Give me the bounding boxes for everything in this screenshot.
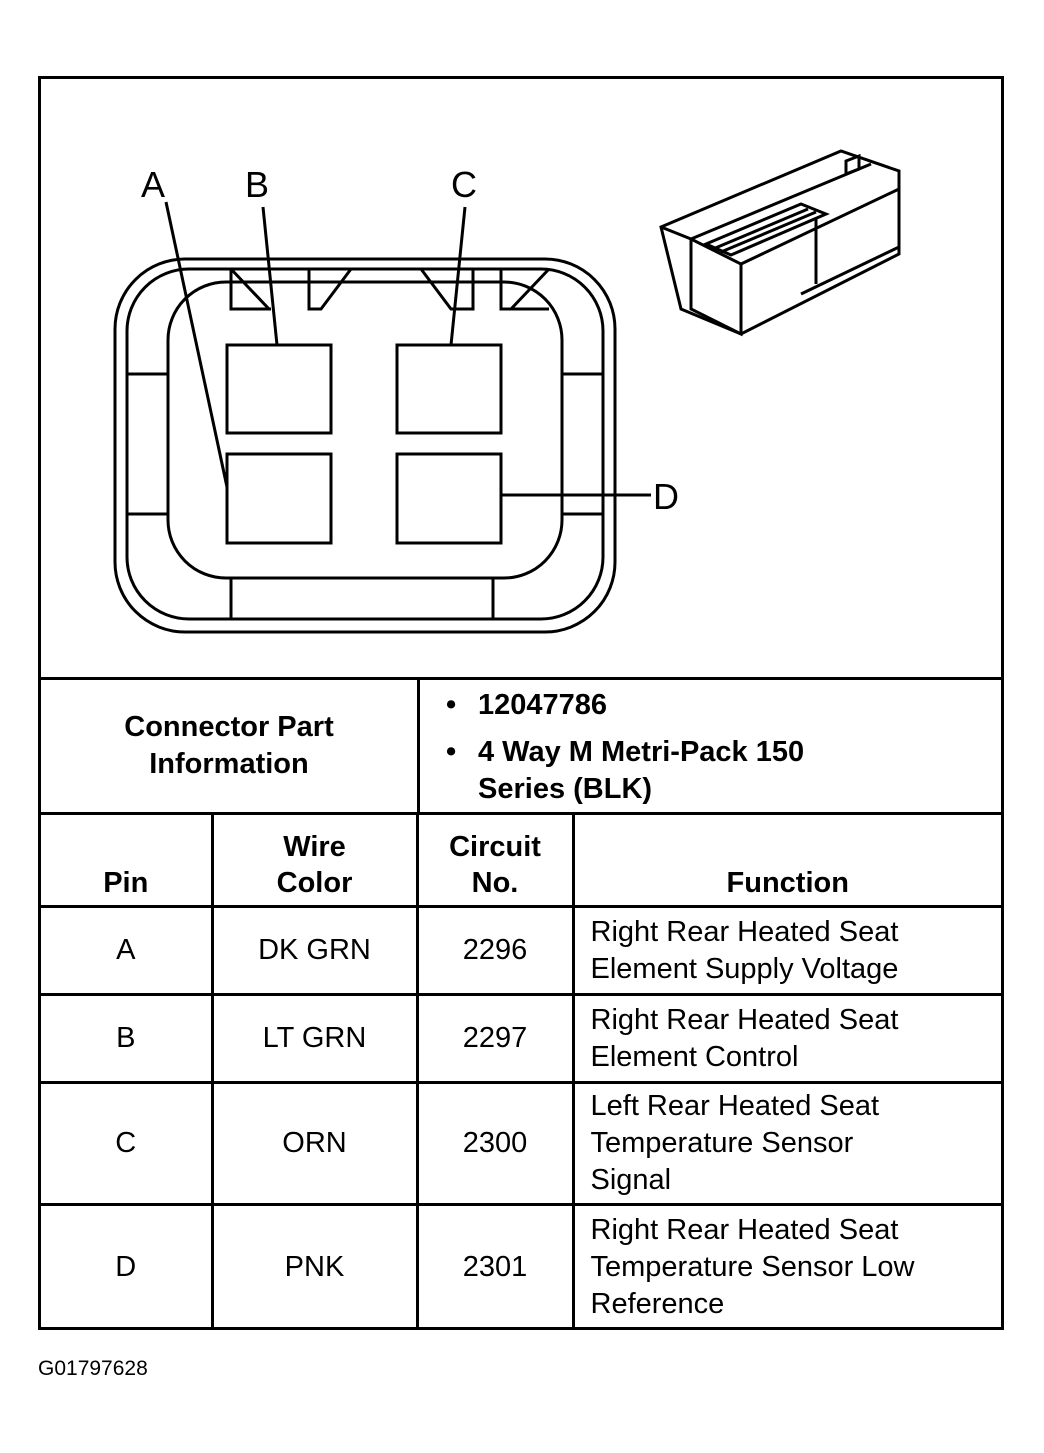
- circuit-cell: 2300: [415, 1081, 575, 1206]
- bullet-icon: •: [446, 736, 457, 768]
- connector-housing-inner: [125, 267, 605, 621]
- pin-cell: D: [41, 1203, 214, 1329]
- table-row: C ORN 2300 Left Rear Heated Seat Tempera…: [41, 1081, 1001, 1206]
- pin-label-d: D: [653, 476, 679, 517]
- function-cell: Right Rear Heated Seat Temperature Senso…: [571, 1203, 1001, 1329]
- pin-cell: C: [41, 1081, 214, 1206]
- pin-cell: B: [41, 993, 214, 1084]
- function-cell: Right Rear Heated Seat Element Supply Vo…: [571, 905, 1001, 996]
- table-row: B LT GRN 2297 Right Rear Heated Seat Ele…: [41, 993, 1001, 1084]
- header-function: Function: [571, 815, 1001, 908]
- function-cell: Left Rear Heated Seat Temperature Sensor…: [571, 1081, 1001, 1206]
- terminal-b: [225, 343, 333, 435]
- terminal-d: [395, 452, 503, 545]
- header-circuit-no: Circuit No.: [415, 815, 575, 908]
- connector-part-info-list: • 12047786 • 4 Way M Metri-Pack 150 Seri…: [420, 680, 1001, 812]
- terminal-c: [395, 343, 503, 435]
- figure-id-caption: G01797628: [38, 1357, 148, 1380]
- connector-cavity: [166, 280, 564, 580]
- connector-isometric-illustration: [659, 149, 901, 337]
- leader-line-c: [449, 206, 467, 346]
- header-wire-color: Wire Color: [210, 815, 419, 908]
- table-row: D PNK 2301 Right Rear Heated Seat Temper…: [41, 1203, 1001, 1329]
- pin-cell: A: [41, 905, 214, 996]
- pin-label-a: A: [141, 164, 166, 205]
- pin-table: Pin Wire Color Circuit No. Function A DK…: [41, 815, 1001, 1329]
- part-number-item: • 12047786: [446, 687, 778, 724]
- table-row: A DK GRN 2296 Right Rear Heated Seat Ele…: [41, 905, 1001, 996]
- leader-line-b: [261, 206, 279, 346]
- wire-color-cell: LT GRN: [210, 993, 419, 1084]
- wire-color-cell: DK GRN: [210, 905, 419, 996]
- circuit-cell: 2296: [415, 905, 575, 996]
- connector-face-diagram: A B C D: [41, 79, 1001, 680]
- terminal-a: [225, 452, 333, 545]
- connector-housing-outer: [113, 257, 617, 634]
- circuit-cell: 2297: [415, 993, 575, 1084]
- wire-color-cell: ORN: [210, 1081, 419, 1206]
- leader-line-a: [164, 201, 229, 488]
- connector-part-info-row: Connector Part Information • 12047786 • …: [41, 680, 1001, 815]
- function-cell: Right Rear Heated Seat Element Control: [571, 993, 1001, 1084]
- connector-type-item: • 4 Way M Metri-Pack 150 Series (BLK): [446, 736, 805, 805]
- circuit-cell: 2301: [415, 1203, 575, 1329]
- connector-part-info-label: Connector Part Information: [41, 680, 420, 812]
- bullet-icon: •: [446, 689, 457, 721]
- connector-face-drawing: [113, 149, 901, 634]
- connector-diagram-frame: A B C D Connector Part Information • 120…: [38, 76, 1004, 1330]
- pin-label-b: B: [245, 164, 270, 205]
- wire-color-cell: PNK: [210, 1203, 419, 1329]
- pin-table-header: Pin Wire Color Circuit No. Function: [41, 815, 1001, 908]
- header-pin: Pin: [41, 815, 214, 908]
- pin-label-c: C: [451, 164, 477, 205]
